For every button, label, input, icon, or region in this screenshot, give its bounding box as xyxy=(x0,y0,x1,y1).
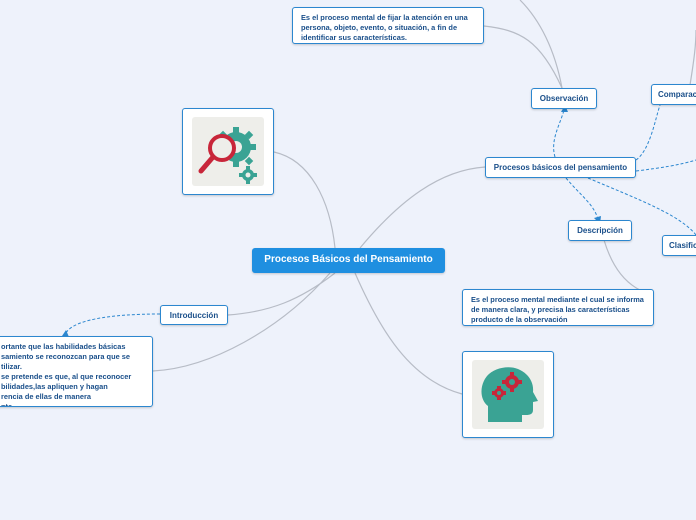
dashed-link-procesos-right xyxy=(635,159,696,172)
bottom-image-node[interactable] xyxy=(462,351,554,438)
dashed-link-procesos-comparacion xyxy=(635,104,661,161)
introduccion-node[interactable]: Introducción xyxy=(160,305,228,325)
connector-central-note xyxy=(152,272,331,372)
descripcion-node[interactable]: Descripción xyxy=(568,220,632,241)
bottom-image-background xyxy=(472,360,544,429)
observacion-definition[interactable]: Es el proceso mental de fijar la atenció… xyxy=(292,7,484,44)
top-image-background xyxy=(192,117,264,186)
comparacion-node[interactable]: Comparac xyxy=(651,84,696,105)
descripcion-definition[interactable]: Es el proceso mental mediante el cual se… xyxy=(462,289,654,326)
connector-central-top-image xyxy=(273,151,336,249)
arrowhead-note xyxy=(62,330,69,337)
connector-central-bottom-image xyxy=(354,272,463,395)
dashed-link-procesos-descripcion xyxy=(565,177,599,221)
magnifier-gears-icon xyxy=(198,127,257,184)
central-topic[interactable]: Procesos Básicos del Pensamiento xyxy=(252,248,445,273)
dashed-link-procesos-observacion xyxy=(553,109,565,158)
connector-observacion-up xyxy=(519,0,563,89)
introduccion-note[interactable]: ortante que las habilidades básicas sami… xyxy=(0,336,153,407)
dashed-link-introduccion-note xyxy=(64,313,161,336)
connector-central-introduccion xyxy=(227,272,336,316)
connector-descripcion-definition xyxy=(603,239,641,291)
connector-central-procesos xyxy=(359,166,486,249)
procesos-node[interactable]: Procesos básicos del pensamiento xyxy=(485,157,636,178)
connector-observacion-definition xyxy=(483,25,563,89)
clasificacion-node[interactable]: Clasific xyxy=(662,235,696,256)
head-gears-icon xyxy=(481,367,538,422)
observacion-node[interactable]: Observación xyxy=(531,88,597,109)
top-image-node[interactable] xyxy=(182,108,274,195)
connector-comparacion-up xyxy=(689,29,696,86)
